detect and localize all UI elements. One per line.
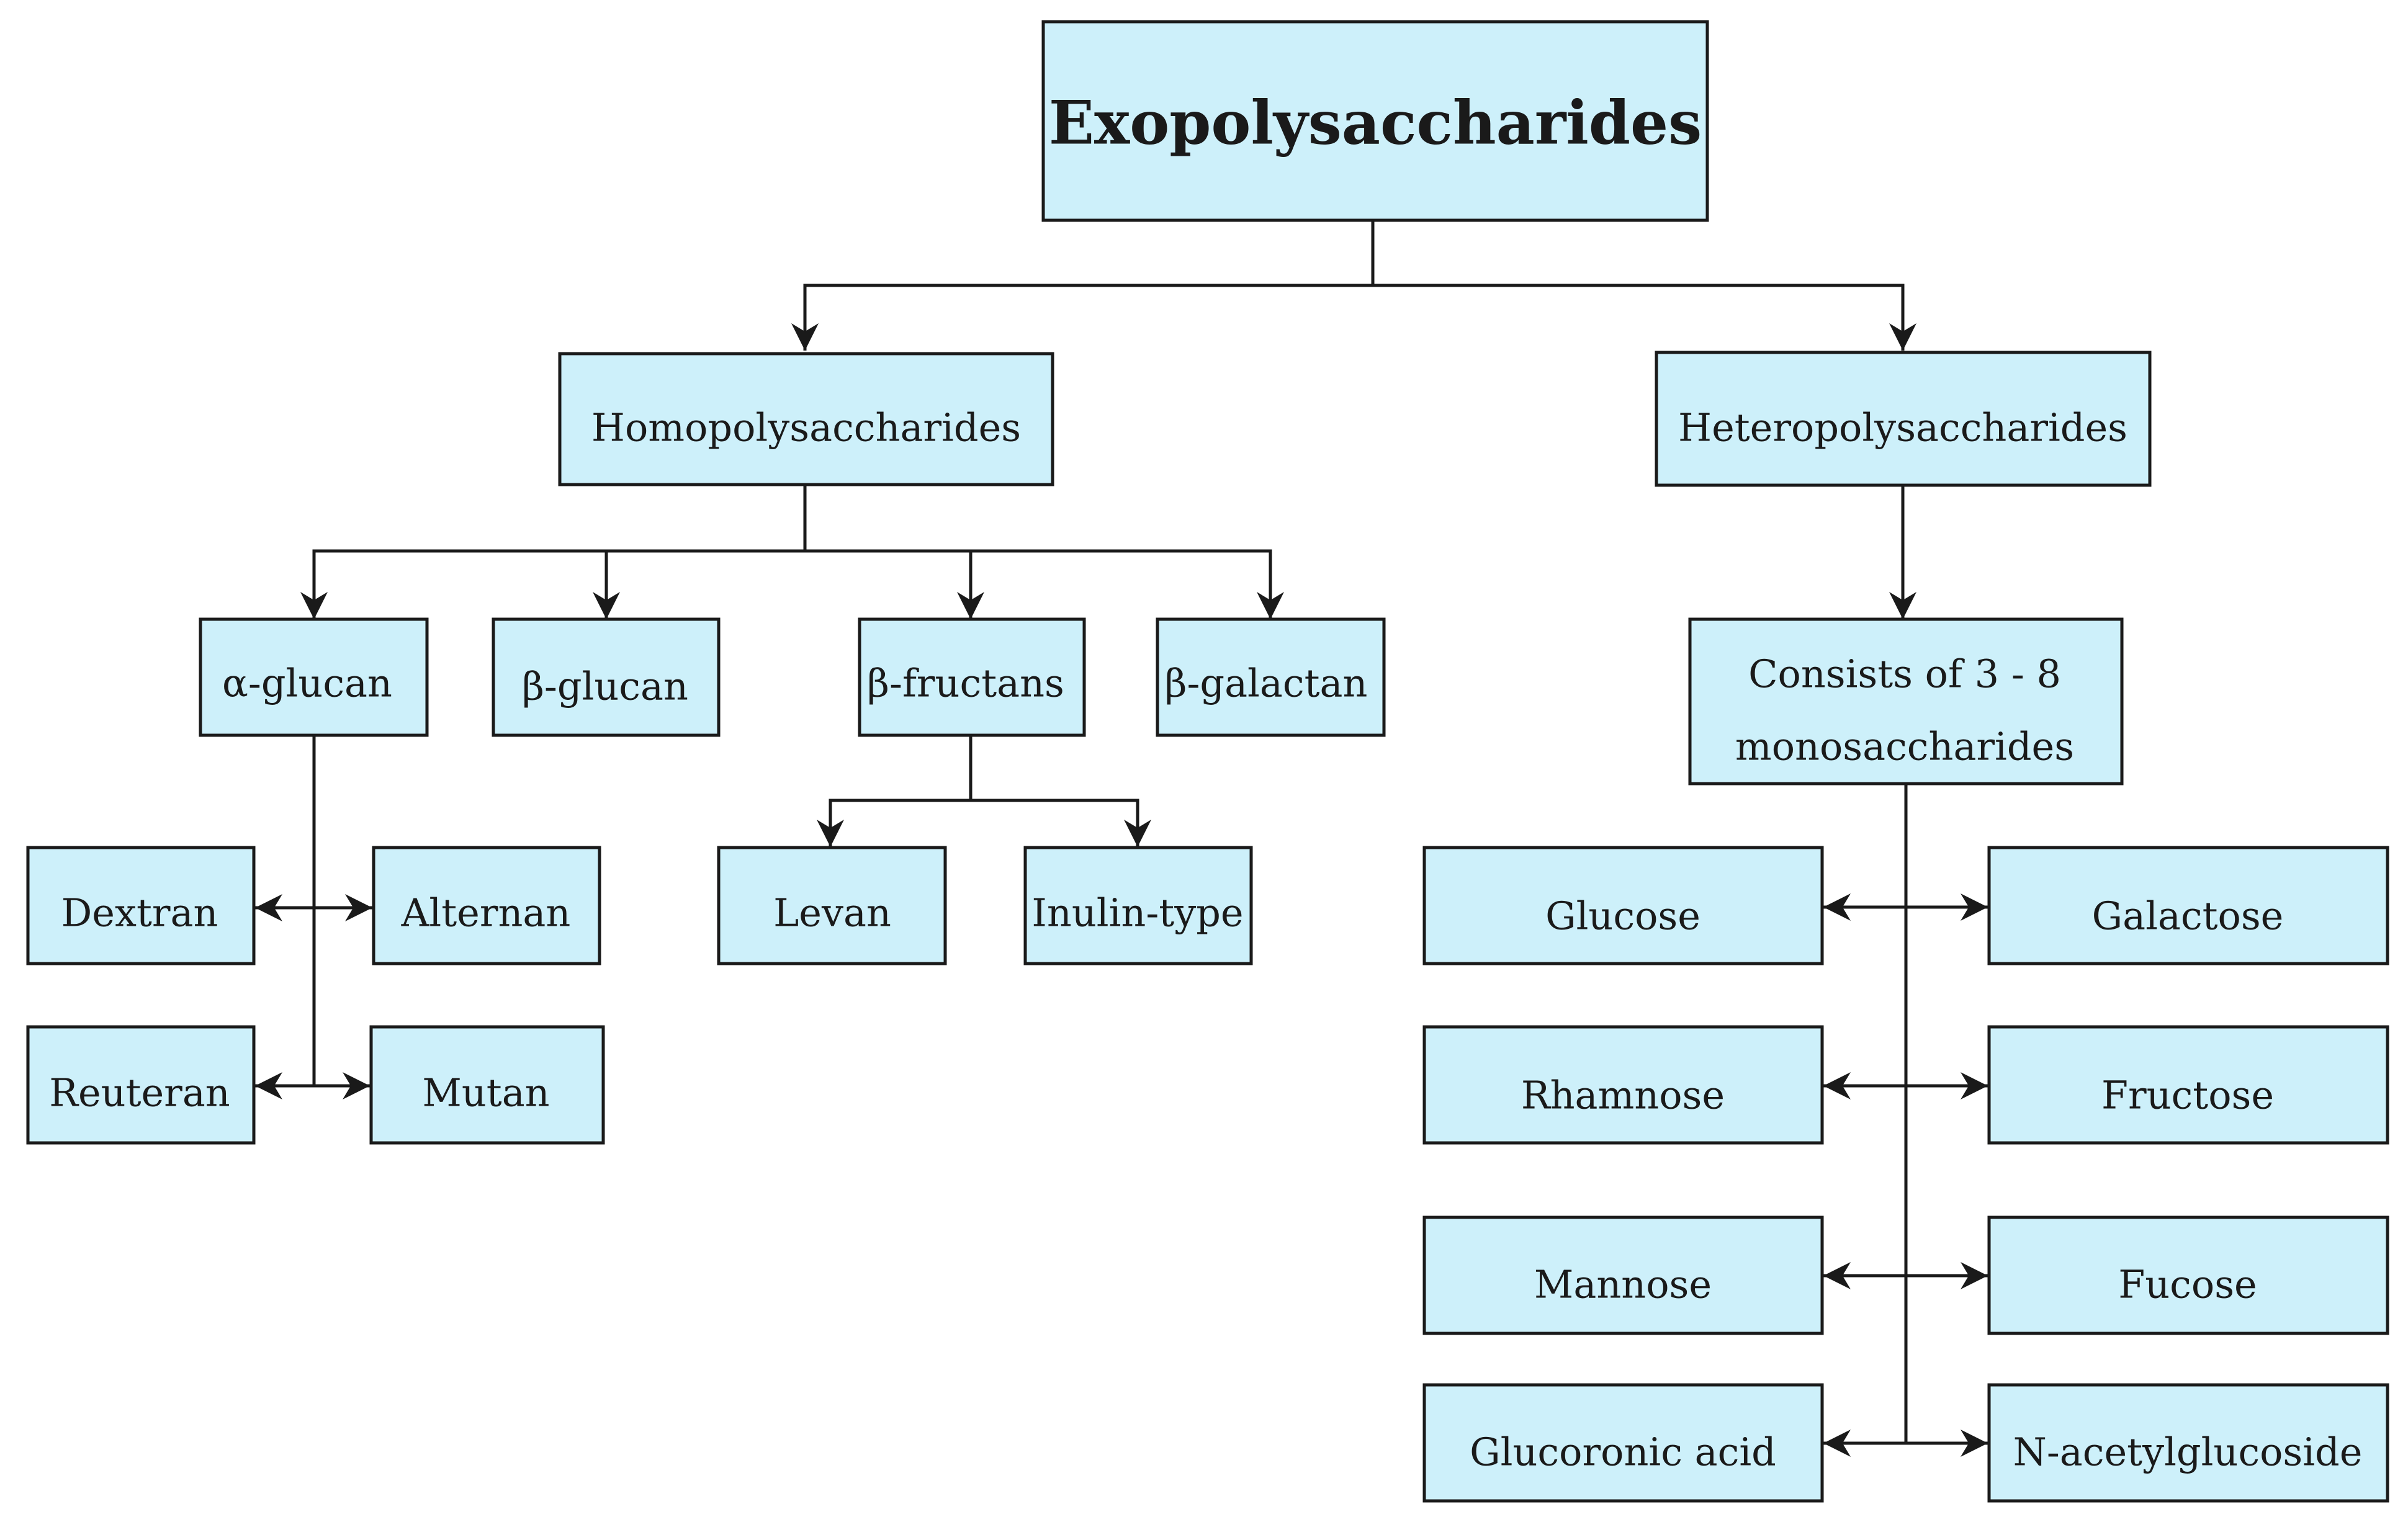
node-beta-glucan-label: β-glucan: [522, 664, 688, 709]
node-heteropolysaccharides-label: Heteropolysaccharides: [1678, 405, 2127, 450]
node-beta-fructans: β-fructans: [858, 617, 1086, 737]
node-alternan: Alternan: [372, 846, 601, 965]
node-beta-galactan: β-galactan: [1156, 617, 1386, 737]
node-galactose-label: Galactose: [2092, 893, 2284, 939]
node-fucose-label: Fucose: [2118, 1262, 2257, 1307]
edges: [255, 220, 1988, 1457]
edge-fructans-to-inulin: [971, 799, 1151, 847]
edge-homo-to-beta-galactan: [805, 549, 1284, 619]
node-mannose: Mannose: [1422, 1215, 1824, 1335]
node-alternan-label: Alternan: [401, 890, 571, 936]
node-inulin-type: Inulin-type: [1023, 846, 1253, 965]
edge-root-to-homo: [791, 284, 1373, 351]
node-consists-of-monosaccharides: Consists of 3 - 8 monosaccharides: [1688, 617, 2124, 786]
node-beta-glucan: β-glucan: [492, 617, 721, 737]
node-n-acetylglucoside: N-acetylglucoside: [1987, 1383, 2389, 1503]
node-reuteran-label: Reuteran: [49, 1070, 230, 1116]
node-glucoronic-acid-label: Glucoronic acid: [1470, 1430, 1776, 1475]
node-fructose: Fructose: [1987, 1025, 2389, 1145]
node-inulin-type-label: Inulin-type: [1031, 890, 1243, 936]
node-reuteran: Reuteran: [26, 1025, 256, 1145]
node-glucoronic-acid: Glucoronic acid: [1422, 1383, 1824, 1503]
node-dextran: Dextran: [26, 846, 256, 965]
edge-fructans-trunk: [817, 735, 973, 847]
node-glucose-label: Glucose: [1545, 893, 1700, 939]
node-glucose: Glucose: [1422, 846, 1824, 965]
node-fructose-label: Fructose: [2101, 1073, 2274, 1118]
node-heteropolysaccharides: Heteropolysaccharides: [1655, 351, 2152, 487]
edge-homo-trunk: [300, 485, 807, 619]
node-galactose: Galactose: [1987, 846, 2389, 965]
node-consists-line2: monosaccharides: [1735, 724, 2074, 769]
node-alpha-glucan: α-glucan: [199, 617, 429, 737]
node-levan: Levan: [717, 846, 947, 965]
node-dextran-label: Dextran: [61, 890, 218, 936]
node-beta-galactan-label: β-galactan: [1165, 661, 1368, 706]
node-exopolysaccharides-label: Exopolysaccharides: [1049, 88, 1702, 158]
node-consists-line1: Consists of 3 - 8: [1748, 651, 2061, 697]
node-fucose: Fucose: [1987, 1215, 2389, 1335]
node-alpha-glucan-label: α-glucan: [222, 661, 392, 706]
node-exopolysaccharides: Exopolysaccharides: [1041, 20, 1709, 222]
node-mutan-label: Mutan: [422, 1070, 549, 1116]
node-mutan: Mutan: [369, 1025, 605, 1145]
node-mannose-label: Mannose: [1534, 1262, 1712, 1307]
node-homopolysaccharides: Homopolysaccharides: [558, 352, 1054, 486]
node-homopolysaccharides-label: Homopolysaccharides: [591, 405, 1021, 450]
node-rhamnose: Rhamnose: [1422, 1025, 1824, 1145]
node-levan-label: Levan: [773, 890, 891, 936]
node-beta-fructans-label: β-fructans: [867, 661, 1064, 706]
node-n-acetylglucoside-label: N-acetylglucoside: [2013, 1430, 2363, 1475]
edge-root-to-hetero: [1373, 284, 1916, 351]
node-rhamnose-label: Rhamnose: [1521, 1073, 1725, 1118]
